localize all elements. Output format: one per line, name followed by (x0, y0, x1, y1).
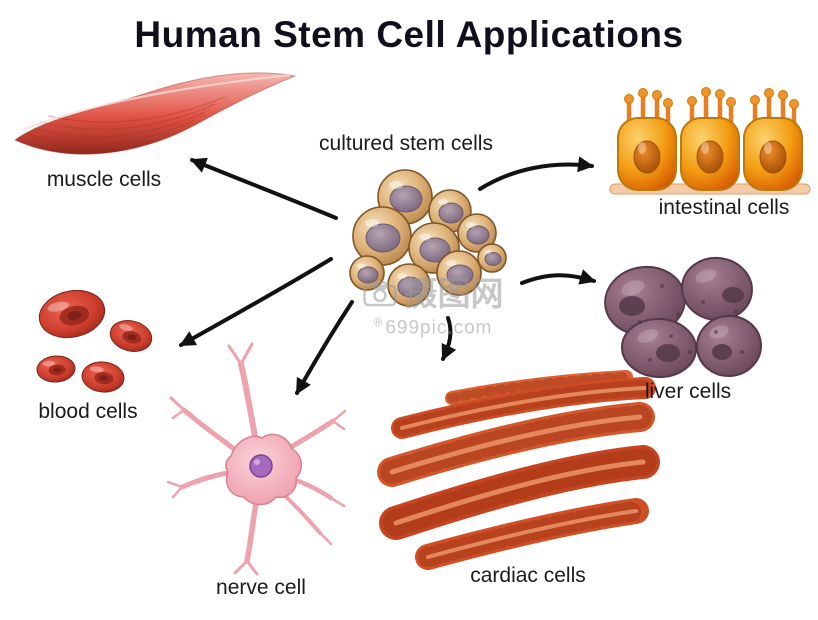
intestinal-cells-illustration (609, 87, 811, 195)
red-blood-cell (109, 320, 153, 352)
red-blood-cell (81, 361, 125, 393)
stem-cell (349, 255, 385, 291)
stem-cell (457, 213, 497, 253)
cardiac-fiber (415, 498, 649, 570)
label-intestinal-cells: intestinal cells (658, 196, 790, 219)
nerve-nucleus (249, 454, 273, 478)
label-cardiac-cells: cardiac cells (470, 564, 586, 587)
arrow-to-intestinal-cells (478, 156, 594, 191)
arrow-to-cardiac-cells (441, 316, 457, 361)
label-blood-cells: blood cells (38, 400, 138, 423)
stem-cell (352, 206, 412, 266)
blood-cells-illustration (36, 289, 153, 393)
cardiac-fiber (391, 377, 656, 439)
liver-cells-illustration (604, 256, 762, 379)
stem-cell (436, 250, 482, 296)
stem-cell (387, 263, 431, 307)
arrow-to-muscle-cells (190, 157, 338, 220)
muscle-cells-illustration (14, 72, 297, 155)
page-title: Human Stem Cell Applications (134, 14, 684, 55)
label-nerve-cell: nerve cell (216, 576, 306, 599)
intestinal-cell (680, 87, 740, 191)
arrow-to-liver-cells (520, 269, 596, 285)
red-blood-cell (38, 289, 106, 339)
label-liver-cells: liver cells (644, 380, 732, 403)
arrow-to-blood-cells (179, 257, 333, 347)
cultured-stem-cells-illustration (349, 169, 507, 307)
label-muscle-cells: muscle cells (46, 168, 162, 191)
red-blood-cell (36, 355, 76, 383)
nerve-cell-illustration (166, 342, 347, 576)
connector-arrows (179, 156, 596, 395)
cardiac-fiber (445, 370, 633, 405)
intestinal-cell (617, 88, 677, 191)
stem-cell (477, 243, 507, 273)
cardiac-fiber (379, 445, 660, 540)
intestinal-cell (743, 88, 803, 191)
label-cultured-stem-cells: cultured stem cells (319, 132, 493, 155)
cardiac-fiber (377, 402, 655, 487)
arrow-to-nerve-cell (295, 300, 354, 395)
cardiac-cells-illustration (377, 370, 660, 570)
